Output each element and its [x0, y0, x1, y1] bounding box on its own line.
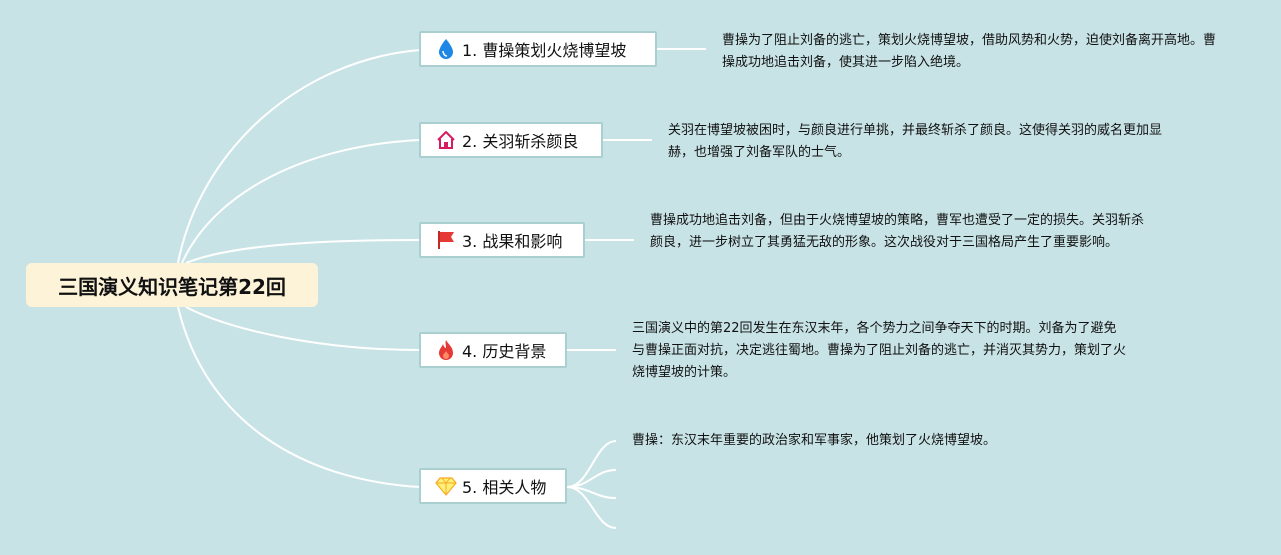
topic-2[interactable]: 2. 关羽斩杀颜良	[419, 122, 603, 158]
topic-3[interactable]: 3. 战果和影响	[419, 222, 585, 258]
home-icon	[435, 129, 457, 151]
topic-1[interactable]: 1. 曹操策划火烧博望坡	[419, 31, 657, 67]
topic-3-description: 曹操成功地追击刘备，但由于火烧博望坡的策略，曹军也遭受了一定的损失。关羽斩杀颜良…	[650, 213, 1145, 250]
topic-2-description: 关羽在博望坡被困时，与颜良进行单挑，并最终斩杀了颜良。这使得关羽的威名更加显赫，…	[668, 123, 1163, 160]
fire-icon	[435, 339, 457, 361]
topic-2-label: 2. 关羽斩杀颜良	[462, 132, 579, 151]
topic-4-label: 4. 历史背景	[462, 342, 547, 361]
topic-5-description: 曹操：东汉末年重要的政治家和军事家，他策划了火烧博望坡。	[632, 433, 997, 448]
topic-4[interactable]: 4. 历史背景	[419, 332, 567, 368]
central-topic-label: 三国演义知识笔记第22回	[58, 274, 286, 299]
diamond-icon	[435, 475, 457, 497]
topic-1-label: 1. 曹操策划火烧博望坡	[462, 41, 627, 60]
topic-4-description: 三国演义中的第22回发生在东汉末年，各个势力之间争夺天下的时期。刘备为了避免与曹…	[632, 321, 1127, 380]
topic-5-label: 5. 相关人物	[462, 478, 547, 497]
topic-3-label: 3. 战果和影响	[462, 232, 563, 251]
water-drop-icon	[435, 38, 457, 60]
central-topic[interactable]: 三国演义知识笔记第22回	[26, 263, 318, 307]
topic-1-description: 曹操为了阻止刘备的逃亡，策划火烧博望坡，借助风势和火势，迫使刘备离开高地。曹操成…	[722, 33, 1217, 70]
topic-5[interactable]: 5. 相关人物	[419, 468, 567, 504]
flag-icon	[435, 229, 457, 251]
